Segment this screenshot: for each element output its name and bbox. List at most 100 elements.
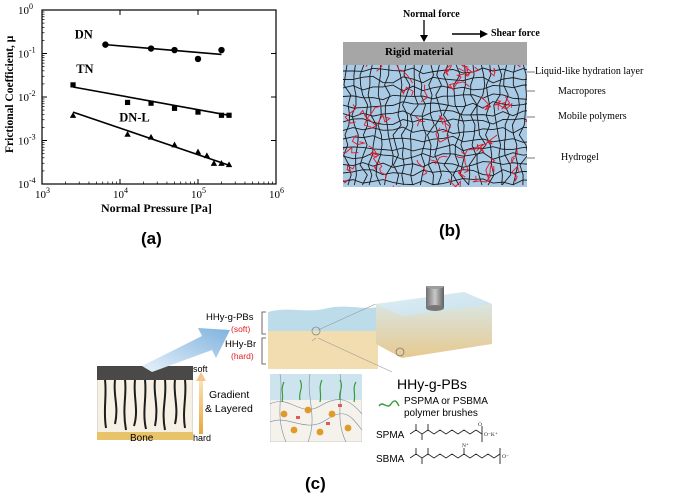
mobile-polymer-chain	[351, 135, 366, 146]
data-point	[194, 148, 202, 155]
mobile-polymer-chain	[420, 84, 429, 103]
callout-hydrogel: Hydrogel	[561, 152, 599, 163]
force-arrows	[420, 20, 488, 42]
layer-cross-section	[268, 306, 378, 369]
mobile-polymer-chain	[511, 165, 519, 183]
zoom-lines	[312, 304, 393, 373]
sbma-label: SBMA	[376, 454, 405, 465]
rigid-material-block: Rigid material	[343, 42, 527, 65]
mobile-polymer-chain	[517, 65, 521, 68]
mobile-polymer-chain	[488, 67, 496, 77]
brush-desc-2: polymer brushes	[404, 408, 478, 419]
y-tick-label: 100	[18, 2, 33, 17]
shear-force-label: Shear force	[491, 28, 540, 39]
series-label: TN	[76, 62, 93, 76]
mobile-polymer-chain	[447, 178, 462, 187]
panel-a-label: (a)	[141, 229, 162, 248]
x-axis-title: Normal Pressure [Pa]	[101, 201, 212, 215]
network-strand	[343, 109, 527, 118]
mobile-polymer-chain	[414, 115, 425, 127]
mobile-polymer-chain	[401, 86, 414, 97]
mobile-polymer-chain	[343, 178, 349, 184]
layered-label: & Layered	[205, 403, 253, 415]
layer-top-label: HHy-g-PBs	[206, 312, 254, 323]
network-strand	[400, 65, 411, 186]
data-point	[210, 160, 218, 166]
x-tick-label: 103	[35, 186, 50, 201]
network-strand	[392, 65, 403, 186]
x-tick-label: 105	[191, 186, 206, 201]
y-tick-label: 10-3	[18, 133, 36, 148]
hydrogel-block-3d	[376, 286, 492, 358]
bone-illustration	[97, 366, 193, 440]
series-label: DN	[75, 28, 93, 42]
network-strand	[485, 65, 495, 186]
network-strand	[452, 65, 461, 186]
mobile-polymer-chain	[456, 155, 470, 174]
brush-desc-1: PSPMA or PSBMA	[404, 396, 488, 407]
y-tick-label: 10-4	[18, 176, 36, 191]
network-strand	[343, 93, 527, 101]
mobile-polymer-chain	[501, 95, 511, 110]
data-point	[102, 41, 109, 48]
data-point	[70, 82, 76, 88]
data-point	[147, 133, 155, 140]
data-point	[194, 55, 202, 63]
mobile-polymer-chain	[443, 65, 453, 76]
data-point	[226, 112, 232, 118]
spma-label: SPMA	[376, 430, 405, 441]
mobile-polymer-chain	[378, 114, 391, 125]
panel-b-label: (b)	[439, 221, 461, 240]
layer-brackets	[261, 311, 266, 365]
mobile-polymer-chain	[371, 152, 380, 171]
network-strand	[343, 65, 352, 186]
mobile-polymer-chain	[346, 165, 356, 174]
hard-label: hard	[193, 433, 212, 443]
mobile-polymer-chain	[378, 160, 387, 181]
network-strand	[343, 144, 527, 152]
series-label: DN-L	[119, 110, 150, 124]
pb-title: HHy-g-PBs	[397, 376, 468, 392]
data-point	[218, 46, 225, 54]
mobile-polymer-chain	[484, 134, 498, 146]
big-arrow	[142, 328, 230, 372]
callout-macropores: Macropores	[558, 86, 606, 97]
mobile-polymer-chain	[460, 144, 479, 156]
mobile-polymer-chain	[458, 67, 472, 78]
network-strand	[493, 65, 503, 186]
data-point	[171, 141, 178, 148]
data-point	[124, 130, 131, 137]
mobile-polymer-chain	[461, 65, 480, 73]
mobile-polymer-chain	[457, 167, 466, 178]
soft-label: soft	[193, 364, 208, 374]
rigid-material-label: Rigid material	[385, 46, 454, 58]
layer-bottom-sublabel: (hard)	[231, 351, 254, 361]
fit-line-dn	[105, 43, 222, 56]
mobile-polymer-chain	[438, 115, 445, 125]
mobile-polymer-chain	[472, 175, 492, 183]
svg-text:O⁻: O⁻	[502, 454, 509, 460]
mobile-polymer-chain	[487, 164, 495, 179]
bone-label: Bone	[130, 433, 154, 444]
mobile-polymer-chain	[511, 147, 518, 164]
mobile-polymer-chain	[441, 118, 452, 133]
brush-network-inset	[270, 374, 362, 442]
network-strand	[518, 65, 527, 186]
network-strand	[384, 65, 394, 186]
svg-text:N⁺: N⁺	[462, 442, 469, 449]
hydrogel-network	[343, 65, 527, 187]
network-strand	[468, 65, 478, 186]
data-point	[69, 112, 77, 118]
panel-c-label: (c)	[305, 474, 326, 493]
y-tick-label: 10-2	[18, 89, 36, 104]
normal-force-label: Normal force	[403, 9, 460, 20]
mobile-polymer-chain	[476, 143, 486, 154]
data-point	[148, 100, 154, 106]
data-point	[195, 109, 201, 115]
network-strand	[434, 65, 443, 186]
callout-hydration-layer: Liquid-like hydration layer	[535, 66, 644, 77]
monomer-structures: OO⁻K⁺ N⁺O⁻	[409, 422, 509, 464]
network-strand	[476, 65, 487, 186]
data-point	[225, 161, 233, 168]
